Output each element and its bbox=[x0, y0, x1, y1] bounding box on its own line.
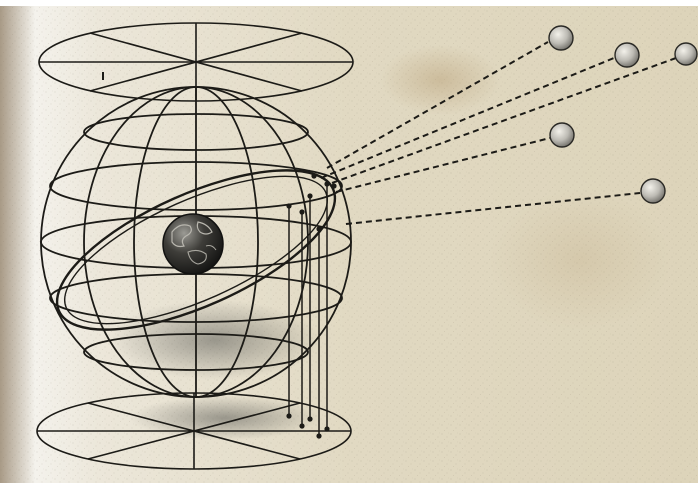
planet-2 bbox=[615, 43, 639, 67]
planet-1 bbox=[549, 26, 573, 50]
planet-5 bbox=[641, 179, 665, 203]
base-disk-icon bbox=[37, 393, 351, 469]
earth-globe-icon bbox=[163, 214, 223, 274]
planet-4 bbox=[550, 123, 574, 147]
paper-stain bbox=[380, 45, 500, 115]
planet-3 bbox=[675, 43, 697, 65]
